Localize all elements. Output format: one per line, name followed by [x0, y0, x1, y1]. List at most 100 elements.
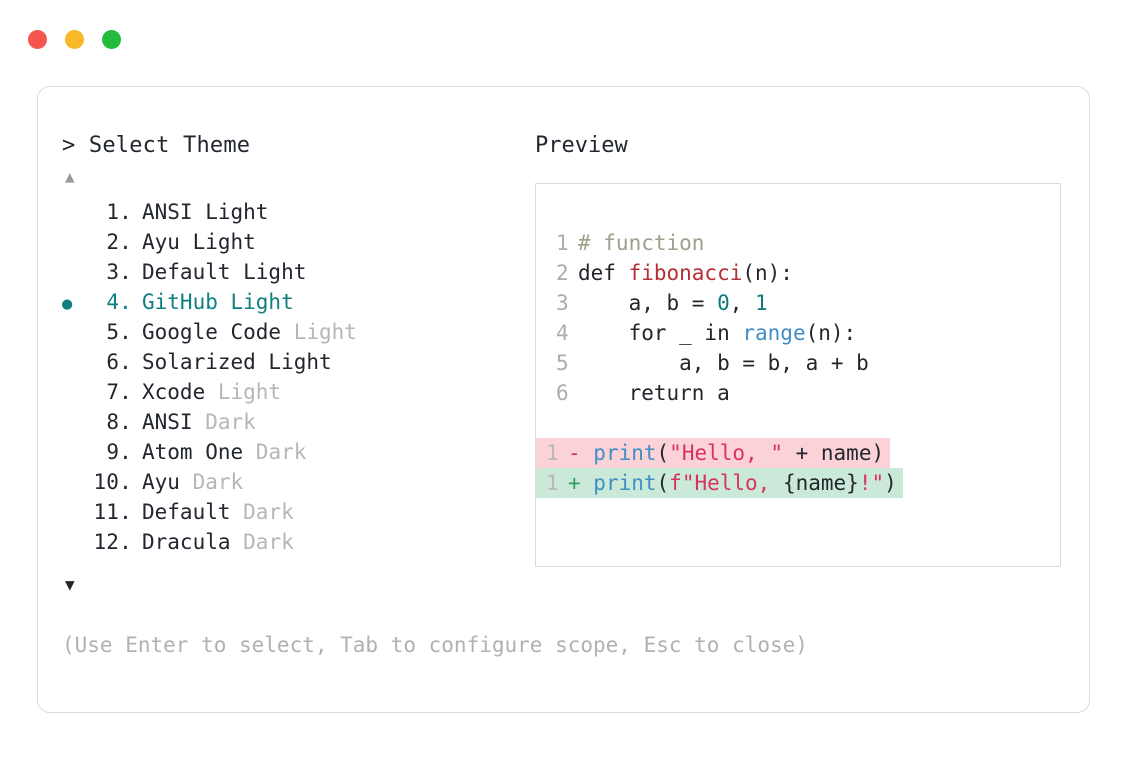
minimize-button[interactable] [65, 29, 84, 49]
theme-item-name: Xcode [142, 380, 206, 404]
code-line: 3 a, b = 0, 1 [536, 288, 1060, 318]
theme-item-name: Solarized Light [142, 350, 332, 374]
line-number: 6 [556, 381, 569, 405]
theme-item-variant: Light [205, 380, 282, 404]
code-line: 6 return a [536, 378, 1060, 408]
theme-list: 1. ANSI Light 2. Ayu Light 3. Default Light ● 4… [62, 197, 532, 557]
theme-list-item[interactable]: 1. ANSI Light [62, 197, 532, 227]
diff-line-number: 1 [546, 471, 559, 495]
theme-list-item[interactable]: 11.Default Dark [62, 497, 532, 527]
theme-item-number: 3. [106, 260, 132, 284]
theme-selector-card: > Select Theme ▲ 1. ANSI Light 2. Ayu Light… [37, 86, 1090, 713]
code-token: ) [884, 471, 897, 495]
code-token: fibonacci [628, 261, 743, 285]
theme-item-number: 9. [106, 440, 132, 464]
theme-item-name: ANSI [142, 410, 193, 434]
theme-item-number: 1. [106, 200, 132, 224]
close-button[interactable] [28, 29, 47, 49]
code-token: a, b = [578, 291, 718, 315]
code-token: def [578, 261, 629, 285]
theme-list-item[interactable]: 10. Ayu Dark [62, 467, 532, 497]
theme-list-item[interactable]: 6. Solarized Light [62, 347, 532, 377]
code-token: + name) [782, 441, 885, 465]
line-number: 3 [556, 291, 569, 315]
diff-line-number: 1 [546, 441, 559, 465]
theme-item-variant: Dark [192, 410, 256, 434]
code-line: 5 a, b = b, a + b [536, 348, 1060, 378]
code-token: , [729, 291, 756, 315]
code-token: for _ in [578, 321, 743, 345]
theme-item-name: Google Code [142, 320, 282, 344]
code-token: range [742, 321, 806, 345]
theme-item-variant: Light [281, 320, 357, 344]
theme-item-number: 7. [106, 380, 132, 404]
line-number: 1 [556, 231, 569, 255]
scroll-up-arrow-icon[interactable]: ▲ [65, 167, 75, 186]
diff-marker: - [568, 441, 594, 465]
code-token: return a [578, 381, 730, 405]
code-line: 1 # function [536, 228, 1060, 258]
code-token: 1 [755, 291, 768, 315]
diff-marker: + [568, 471, 594, 495]
theme-list-item[interactable]: 8. ANSI Dark [62, 407, 532, 437]
theme-item-number: 6. [106, 350, 132, 374]
theme-item-name: Ayu [142, 470, 180, 494]
diff-line-add: 1+ print(f"Hello, {name}!") [536, 468, 1060, 498]
theme-item-number: 8. [106, 410, 132, 434]
code-line: 2 def fibonacci(n): [536, 258, 1060, 288]
code-line: 4 for _ in range(n): [536, 318, 1060, 348]
theme-item-number: 10. [93, 470, 132, 494]
theme-item-name: Atom One [142, 440, 244, 464]
scroll-down-arrow-icon[interactable]: ▼ [65, 575, 75, 594]
select-theme-prompt: > Select Theme [62, 133, 251, 158]
theme-item-variant: Dark [179, 470, 244, 494]
diff-line-content: 1- print("Hello, " + name) [536, 438, 891, 468]
code-token: # function [578, 231, 705, 255]
theme-list-item[interactable]: 9. Atom One Dark [62, 437, 532, 467]
traffic-light-group [28, 29, 121, 49]
theme-item-name: Ayu Light [142, 230, 256, 254]
theme-list-item[interactable]: 3. Default Light [62, 257, 532, 287]
theme-list-item[interactable]: ● 4. GitHub Light [62, 287, 532, 317]
selected-bullet-icon: ● [62, 294, 73, 314]
code-token: print [593, 441, 657, 465]
diff-line-del: 1- print("Hello, " + name) [536, 438, 1060, 468]
code-token: 0 [717, 291, 730, 315]
theme-list-item[interactable]: 12. Dracula Dark [62, 527, 532, 557]
theme-item-number: 2. [106, 230, 132, 254]
theme-item-variant: Dark [230, 530, 294, 554]
code-token: (n): [805, 321, 857, 345]
code-token: f"Hello, [669, 471, 783, 495]
theme-item-variant: Dark [230, 500, 294, 524]
code-token: {name} [782, 471, 859, 495]
preview-label: Preview [535, 133, 628, 158]
line-number: 5 [556, 351, 569, 375]
theme-list-item[interactable]: 7. Xcode Light [62, 377, 532, 407]
theme-list-item[interactable]: 2. Ayu Light [62, 227, 532, 257]
theme-item-number: 4. [106, 290, 132, 314]
theme-list-item[interactable]: 5. Google Code Light [62, 317, 532, 347]
code-blank-line [536, 408, 1060, 438]
code-token: a, b = b, a + b [578, 351, 869, 375]
theme-item-number: 12. [93, 530, 132, 554]
theme-item-name: GitHub Light [142, 290, 294, 314]
code-token: (n): [742, 261, 793, 285]
theme-item-name: Default [142, 500, 231, 524]
theme-item-name: Default Light [142, 260, 307, 284]
theme-item-number: 5. [106, 320, 132, 344]
code-token: "Hello, " [669, 441, 783, 465]
card-columns: > Select Theme ▲ 1. ANSI Light 2. Ayu Light… [38, 87, 1089, 712]
theme-item-variant: Dark [243, 440, 307, 464]
window-titlebar [0, 0, 1129, 78]
zoom-button[interactable] [102, 29, 121, 49]
line-number: 2 [556, 261, 569, 285]
theme-item-name: Dracula [142, 530, 231, 554]
line-number: 4 [556, 321, 569, 345]
code-token: print [593, 471, 657, 495]
theme-item-name: ANSI Light [142, 200, 269, 224]
keyboard-hint: (Use Enter to select, Tab to configure s… [62, 633, 808, 657]
code-token: ( [656, 441, 670, 465]
